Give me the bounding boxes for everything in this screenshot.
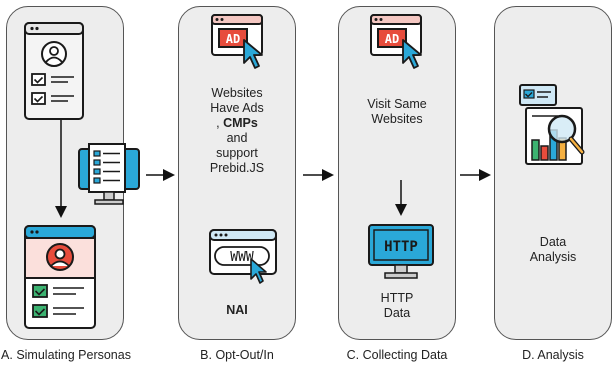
- panel-analysis: [494, 6, 612, 340]
- caption-c: C. Collecting Data: [346, 348, 448, 362]
- panel-b-line4: and: [226, 131, 248, 145]
- panel-collecting-data: [338, 6, 456, 340]
- panel-c-line1: Visit Same: [367, 97, 427, 111]
- panel-c-http-data: HTTP Data: [338, 291, 456, 321]
- panel-b-nai-label: NAI: [226, 303, 248, 317]
- www-window-cursor-icon: WWW: [209, 229, 277, 284]
- ad-label-c: AD: [385, 32, 399, 46]
- panel-d-line2: Analysis: [529, 250, 577, 264]
- ad-window-cursor-icon-c: AD: [370, 14, 422, 69]
- www-label: WWW: [230, 250, 254, 265]
- ad-label: AD: [226, 32, 240, 46]
- panel-b-line3: , CMPs: [216, 116, 258, 130]
- persona-profile-icon: [24, 22, 84, 120]
- http-monitor-icon: HTTP: [368, 224, 434, 279]
- panel-b-description: Websites Have Ads , CMPs and support Pre…: [178, 86, 296, 176]
- caption-b: B. Opt-Out/In: [200, 348, 274, 362]
- panel-d-description: Data Analysis: [494, 235, 612, 265]
- checklist-monitor-icon: [78, 143, 140, 205]
- panel-c-description: Visit Same Websites: [338, 97, 456, 127]
- panel-b-line5: support: [216, 146, 258, 160]
- panel-b-line1: Websites: [211, 86, 263, 100]
- http-label: HTTP: [384, 239, 418, 255]
- caption-a: A. Simulating Personas: [1, 348, 131, 362]
- caption-d: D. Analysis: [522, 348, 584, 362]
- panel-d-line1: Data: [539, 235, 567, 249]
- panel-c-data-line2: Data: [383, 306, 411, 320]
- panel-c-line2: Websites: [371, 112, 423, 126]
- panel-b-cmps: CMPs: [223, 116, 258, 130]
- panel-b-line2: Have Ads: [210, 101, 264, 115]
- panel-b-line6: Prebid.JS: [209, 161, 265, 175]
- ad-window-cursor-icon: AD: [211, 14, 263, 69]
- panel-opt-out-in: [178, 6, 296, 340]
- persona-profile-colored-icon: [24, 225, 96, 329]
- panel-c-data-line1: HTTP: [380, 291, 414, 305]
- chart-magnifier-icon: [519, 84, 585, 165]
